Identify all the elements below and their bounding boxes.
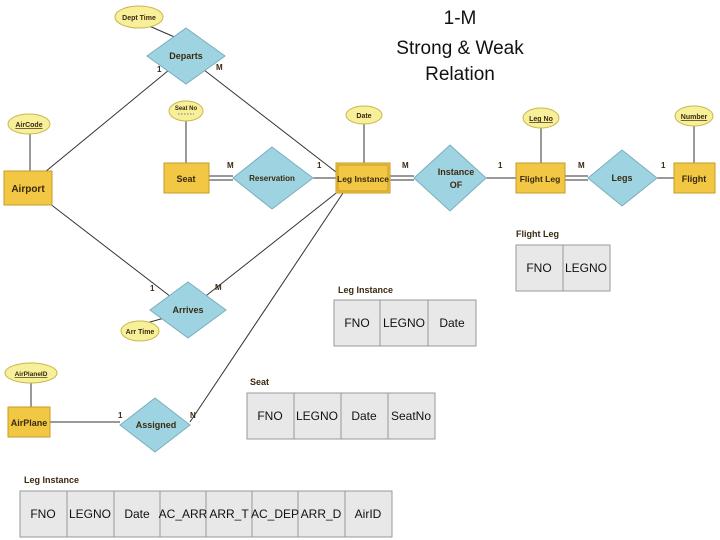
field-legno: LEGNO [383, 316, 425, 330]
airplane-label: AirPlane [11, 418, 48, 428]
flight-leg-label: Flight Leg [520, 174, 561, 184]
departs-label: Departs [169, 51, 203, 61]
table-leg-instance-full: Leg Instance FNO LEGNO Date AC_ARR ARR_T… [19, 475, 393, 538]
entity-leg-instance[interactable]: Leg Instance [335, 162, 391, 194]
attribute-dept-time[interactable]: Dept Time [114, 5, 164, 29]
card-assigned-leg: N [190, 411, 196, 420]
title-line-1: 1-M [443, 8, 477, 29]
date-label: Date [356, 113, 371, 120]
flight-label: Flight [682, 174, 707, 184]
relationship-reservation[interactable]: Reservation [232, 146, 314, 210]
instance-of-label-2: OF [450, 180, 463, 190]
relationship-instance-of[interactable]: Instance OF [413, 144, 487, 212]
seat-no-label: Seat No [175, 106, 198, 112]
entity-flight[interactable]: Flight [673, 162, 716, 194]
arr-time-label: Arr Time [126, 329, 155, 336]
airport-label: Airport [11, 184, 45, 195]
relationship-legs[interactable]: Legs [587, 149, 658, 207]
attribute-leg-no[interactable]: Leg No [522, 107, 560, 129]
card-reservation-seat: M [227, 161, 234, 170]
table-leg-instance-full-title: Leg Instance [24, 475, 79, 485]
field-date: Date [439, 316, 465, 330]
number-label: Number [681, 114, 708, 121]
relationship-assigned[interactable]: Assigned [119, 397, 191, 453]
table-seat: Seat FNO LEGNO Date SeatNo [246, 377, 436, 440]
card-legs-flightleg: M [578, 161, 585, 170]
field-legno: LEGNO [69, 507, 111, 521]
entity-seat[interactable]: Seat [163, 162, 210, 194]
leg-no-label: Leg No [529, 116, 553, 123]
field-airid: AirID [355, 507, 382, 521]
field-seatno: SeatNo [391, 409, 431, 423]
relationship-arrives[interactable]: Arrives [149, 281, 227, 339]
field-arr-t: ARR_T [209, 507, 249, 521]
aircode-label: AirCode [15, 122, 42, 129]
table-leg-instance-title: Leg Instance [338, 285, 393, 295]
card-departs-leg: M [216, 63, 223, 72]
attribute-aircode[interactable]: AirCode [7, 113, 51, 135]
card-instance-leg: M [402, 161, 409, 170]
field-fno: FNO [30, 507, 55, 521]
card-arrives-leg: M [215, 283, 222, 292]
field-fno: FNO [344, 316, 369, 330]
reservation-label: Reservation [249, 174, 295, 183]
field-ac-arr: AC_ARR [159, 507, 208, 521]
table-flight-leg: Flight Leg FNO LEGNO [515, 229, 611, 292]
entity-flight-leg[interactable]: Flight Leg [515, 162, 566, 194]
field-date: Date [124, 507, 150, 521]
entity-airport[interactable]: Airport [3, 170, 53, 206]
card-reservation-leg: 1 [317, 161, 322, 170]
airplane-id-label: AirPlaneID [15, 371, 48, 378]
title-line-3: Relation [425, 64, 495, 85]
leg-instance-label: Leg Instance [337, 174, 389, 184]
cardinality-labels: 1 M 1 M M 1 M 1 M 1 1 N [118, 63, 666, 420]
table-seat-title: Seat [250, 377, 269, 387]
card-departs-airport: 1 [157, 65, 162, 74]
relationship-departs[interactable]: Departs [146, 27, 226, 85]
table-leg-instance: Leg Instance FNO LEGNO Date [333, 285, 477, 347]
instance-of-label-1: Instance [438, 167, 475, 177]
title-line-2: Strong & Weak [396, 38, 524, 59]
field-arr-d: ARR_D [301, 507, 342, 521]
legs-label: Legs [611, 173, 632, 183]
attribute-date[interactable]: Date [345, 105, 383, 125]
card-arrives-airport: 1 [150, 284, 155, 293]
card-instance-flightleg: 1 [498, 161, 503, 170]
entity-airplane[interactable]: AirPlane [7, 406, 51, 438]
connector-lines [29, 21, 695, 423]
field-date: Date [351, 409, 377, 423]
field-fno: FNO [257, 409, 282, 423]
field-fno: FNO [526, 261, 551, 275]
attribute-arr-time[interactable]: Arr Time [120, 320, 160, 342]
attribute-airplane-id[interactable]: AirPlaneID [4, 362, 58, 384]
card-legs-flight: 1 [661, 161, 666, 170]
attribute-number[interactable]: Number [674, 105, 714, 127]
attribute-seat-no[interactable]: Seat No [168, 100, 204, 122]
dept-time-label: Dept Time [122, 15, 156, 22]
seat-label: Seat [176, 174, 195, 184]
field-ac-dep: AC_DEP [251, 507, 299, 521]
card-assigned-airplane: 1 [118, 411, 123, 420]
table-flight-leg-title: Flight Leg [516, 229, 559, 239]
arrives-label: Arrives [172, 305, 203, 315]
assigned-label: Assigned [136, 420, 177, 430]
field-legno: LEGNO [565, 261, 607, 275]
field-legno: LEGNO [296, 409, 338, 423]
